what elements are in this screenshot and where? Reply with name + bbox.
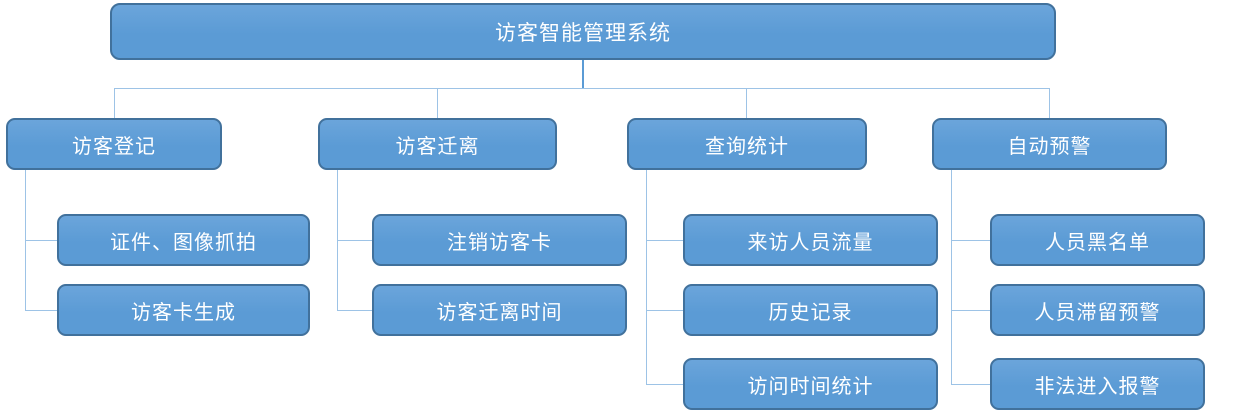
branch-node-query-statistics: 查询统计 xyxy=(627,118,867,170)
connector-drop-branch-3 xyxy=(746,88,747,118)
branch-node-visitor-departure: 访客迁离 xyxy=(318,118,557,170)
connector-elbow-1-1 xyxy=(25,240,57,241)
child-node-visit-time-statistics: 访问时间统计 xyxy=(683,358,938,410)
child-node-illegal-entry-alarm: 非法进入报警 xyxy=(990,358,1205,410)
connector-drop-branch-4 xyxy=(1049,88,1050,118)
connector-drop-branch-1 xyxy=(114,88,115,118)
connector-elbow-3-3 xyxy=(646,384,683,385)
connector-elbow-1-2 xyxy=(25,310,57,311)
child-node-history-records: 历史记录 xyxy=(683,284,938,336)
branch-node-auto-alert: 自动预警 xyxy=(932,118,1167,170)
connector-elbow-2-2 xyxy=(337,310,372,311)
connector-spine-col-3 xyxy=(646,170,647,384)
connector-elbow-3-2 xyxy=(646,310,683,311)
connector-spine-col-4 xyxy=(951,170,952,384)
branch-node-visitor-registration: 访客登记 xyxy=(6,118,222,170)
child-node-cancel-visitor-card: 注销访客卡 xyxy=(372,214,627,266)
connector-root-drop xyxy=(582,60,584,89)
child-node-visitor-flow: 来访人员流量 xyxy=(683,214,938,266)
connector-drop-branch-2 xyxy=(437,88,438,118)
child-node-id-image-capture: 证件、图像抓拍 xyxy=(57,214,310,266)
child-node-departure-time: 访客迁离时间 xyxy=(372,284,627,336)
root-node: 访客智能管理系统 xyxy=(110,3,1056,60)
child-node-personnel-blacklist: 人员黑名单 xyxy=(990,214,1205,266)
connector-elbow-4-1 xyxy=(951,240,990,241)
connector-elbow-3-1 xyxy=(646,240,683,241)
child-node-overstay-alert: 人员滞留预警 xyxy=(990,284,1205,336)
child-node-visitor-card-generation: 访客卡生成 xyxy=(57,284,310,336)
connector-elbow-2-1 xyxy=(337,240,372,241)
connector-elbow-4-2 xyxy=(951,310,990,311)
connector-rail xyxy=(114,88,1050,89)
connector-elbow-4-3 xyxy=(951,384,990,385)
